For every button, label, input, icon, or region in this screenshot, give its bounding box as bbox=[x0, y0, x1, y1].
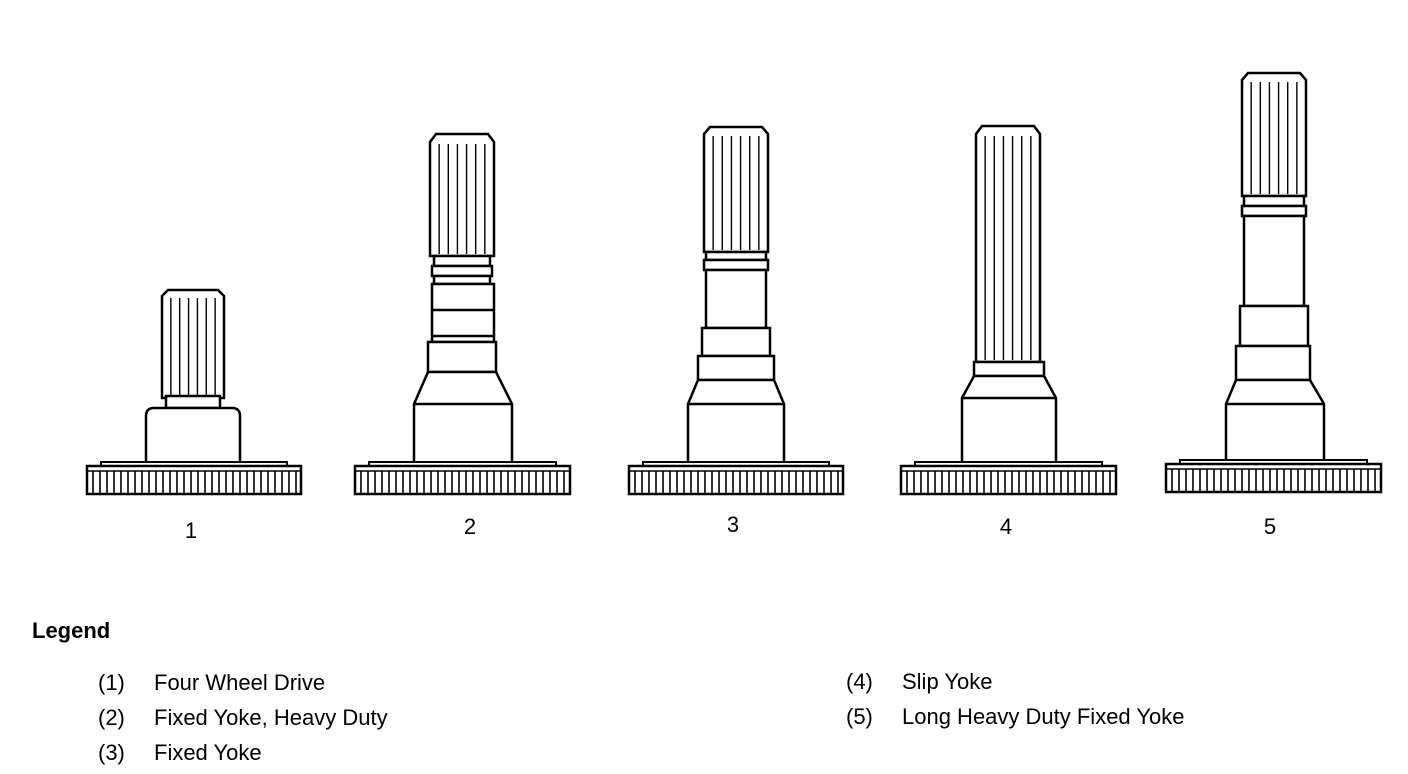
legend-item-number: (5) bbox=[846, 704, 873, 729]
shaft-label-1: 1 bbox=[185, 518, 197, 543]
shaft-4-details bbox=[899, 136, 1118, 496]
legend-item-2: (2) Fixed Yoke, Heavy Duty bbox=[98, 705, 388, 731]
shaft-label-2: 2 bbox=[464, 514, 476, 539]
shaft-1 bbox=[144, 288, 242, 466]
shaft-illustrations: 1 2 3 4 5 bbox=[85, 71, 1383, 543]
legend-item-number: (3) bbox=[98, 740, 125, 765]
legend-item-4: (4) Slip Yoke bbox=[846, 669, 993, 695]
shaft-5-details bbox=[1164, 82, 1383, 494]
shaft-3-details bbox=[627, 136, 845, 496]
legend-item-text: Fixed Yoke, Heavy Duty bbox=[154, 705, 388, 730]
legend-item-1: (1) Four Wheel Drive bbox=[98, 670, 325, 696]
legend-item-text: Long Heavy Duty Fixed Yoke bbox=[902, 704, 1185, 729]
shaft-2-details bbox=[353, 144, 572, 496]
shaft-label-4: 4 bbox=[1000, 514, 1012, 539]
shaft-label-3: 3 bbox=[727, 512, 739, 537]
legend-item-number: (2) bbox=[98, 705, 125, 730]
legend-title: Legend bbox=[32, 618, 111, 643]
legend-item-text: Slip Yoke bbox=[902, 669, 993, 694]
shaft-2 bbox=[412, 132, 514, 468]
legend-item-5: (5) Long Heavy Duty Fixed Yoke bbox=[846, 704, 1185, 730]
legend-item-text: Fixed Yoke bbox=[154, 740, 262, 765]
shaft-3 bbox=[686, 125, 786, 468]
output-shaft-diagram: 1 2 3 4 5 bbox=[85, 71, 1383, 543]
shaft-5 bbox=[1224, 71, 1326, 466]
shaft-1-details bbox=[85, 298, 303, 496]
legend-item-3: (3) Fixed Yoke bbox=[98, 740, 262, 766]
legend-item-text: Four Wheel Drive bbox=[154, 670, 326, 695]
legend-item-number: (4) bbox=[846, 669, 873, 694]
legend-item-number: (1) bbox=[98, 670, 125, 695]
shaft-4 bbox=[960, 124, 1058, 468]
shaft-label-5: 5 bbox=[1264, 514, 1276, 539]
